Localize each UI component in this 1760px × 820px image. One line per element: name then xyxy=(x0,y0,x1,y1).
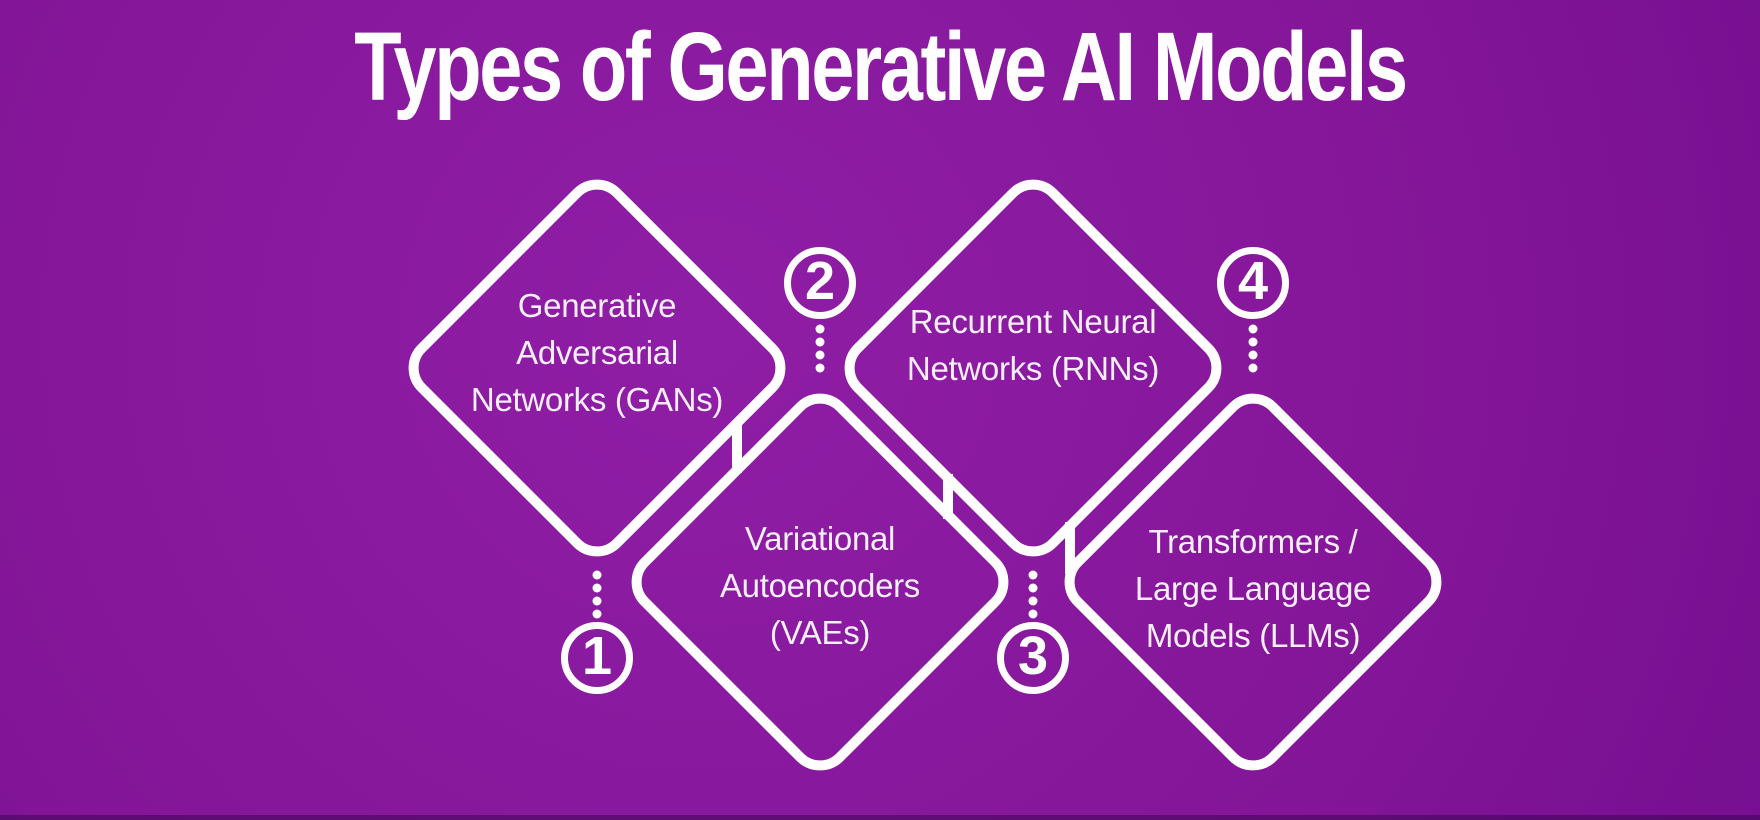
step-badge-2: 2 xyxy=(784,247,856,319)
step-badge-3: 3 xyxy=(997,622,1069,694)
step-number: 2 xyxy=(804,251,836,311)
step-badge-4: 4 xyxy=(1217,247,1289,319)
dotted-connector-dot xyxy=(592,596,602,606)
dotted-connector-dot xyxy=(815,350,825,360)
diamond-gans-outline xyxy=(408,179,786,557)
dotted-connector-dot xyxy=(1248,363,1258,373)
diamond-rnns-outline xyxy=(844,179,1222,557)
step-number: 3 xyxy=(1017,626,1049,686)
dotted-connector-dot xyxy=(592,609,602,619)
diamond-vaes-outline xyxy=(631,393,1009,771)
dotted-connector-dot xyxy=(1028,609,1038,619)
dotted-connector-dot xyxy=(1248,324,1258,334)
step-number: 1 xyxy=(581,626,613,686)
diamond-outlines xyxy=(398,169,1452,781)
dotted-connector-dot xyxy=(1248,350,1258,360)
dotted-connector-dot xyxy=(815,324,825,334)
link-step-connectors xyxy=(732,421,1075,574)
dotted-connectors xyxy=(592,324,1258,619)
dotted-connector-dot xyxy=(1248,337,1258,347)
dotted-connector-dot xyxy=(815,363,825,373)
dotted-connector-dot xyxy=(1028,570,1038,580)
step-badge-1: 1 xyxy=(561,622,633,694)
page-title: Types of Generative AI Models xyxy=(354,12,1408,121)
dotted-connector-dot xyxy=(592,570,602,580)
dotted-connector-dot xyxy=(815,337,825,347)
step-number: 4 xyxy=(1237,251,1269,311)
bottom-edge-shade xyxy=(0,815,1760,820)
dotted-connector-dot xyxy=(1028,596,1038,606)
dotted-connector-dot xyxy=(1028,583,1038,593)
diamond-llms-outline xyxy=(1064,393,1442,771)
dotted-connector-dot xyxy=(592,583,602,593)
